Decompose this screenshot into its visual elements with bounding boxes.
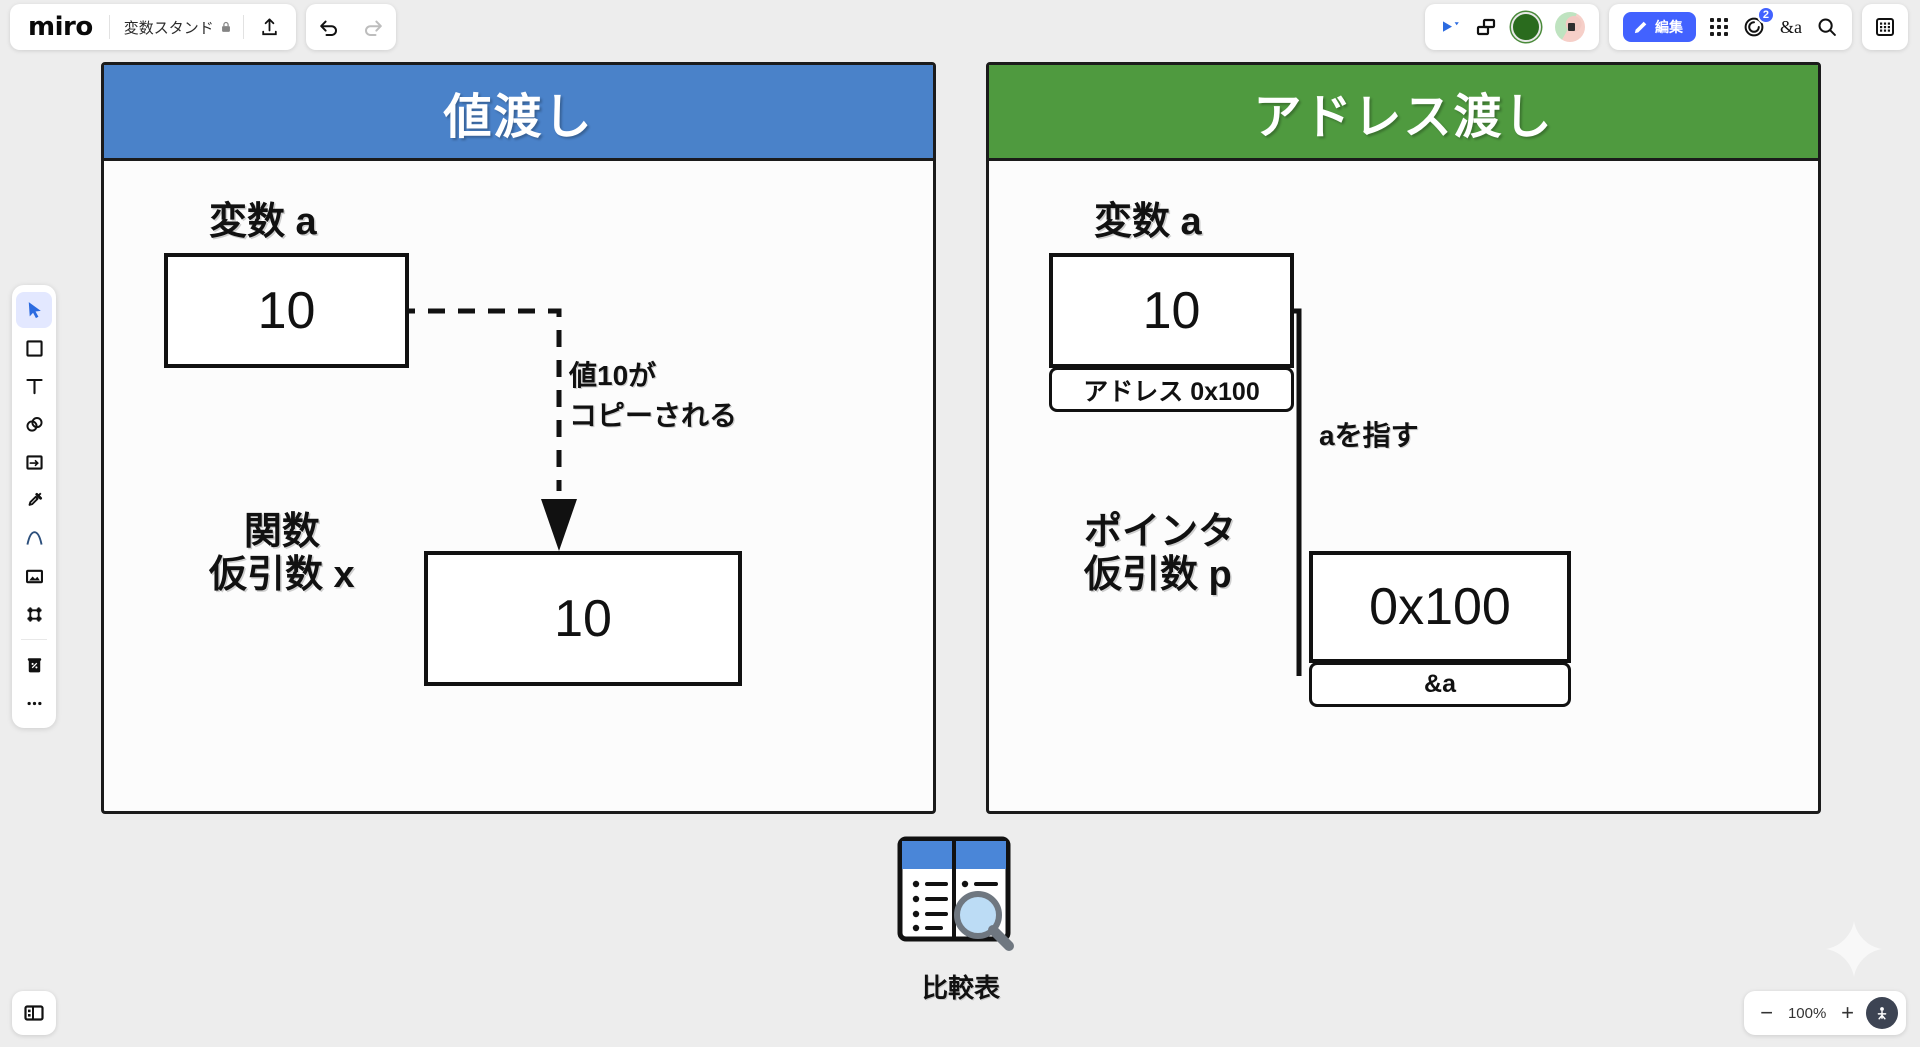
comments-icon bbox=[1744, 17, 1764, 37]
undo-arrow-icon bbox=[319, 20, 337, 36]
pencil-icon bbox=[1634, 21, 1647, 33]
value-copy-note: 値10が コピーされる bbox=[569, 360, 738, 431]
value-parameter-box[interactable]: 10 bbox=[424, 551, 742, 686]
panel-value-title: 値渡し bbox=[443, 90, 594, 144]
zoom-out-button[interactable]: − bbox=[1760, 1000, 1774, 1025]
edit-mode-button[interactable]: 編集 bbox=[1623, 12, 1696, 42]
panel-value-header: 値渡し bbox=[104, 65, 933, 161]
board-title[interactable]: 変数スタンド bbox=[110, 17, 243, 38]
search-icon bbox=[1818, 18, 1836, 36]
pointer-address-box[interactable]: &a bbox=[1309, 662, 1571, 707]
pointer-value-box[interactable]: 0x100 bbox=[1309, 551, 1571, 663]
templates-icon bbox=[27, 657, 41, 672]
ellipsis-icon bbox=[27, 701, 41, 705]
divider bbox=[242, 15, 244, 39]
panel-address-body: 変数 a 10 アドレス 0x100 aを指す ポインタ 仮引数 p 0x100… bbox=[989, 161, 1818, 808]
avatar-self[interactable] bbox=[1511, 12, 1541, 42]
card-icon bbox=[25, 454, 43, 470]
value-copy-connector bbox=[398, 308, 577, 551]
present-button[interactable] bbox=[1439, 18, 1461, 36]
address-variable-label: 変数 a bbox=[1094, 201, 1202, 243]
redo-button[interactable] bbox=[362, 17, 384, 37]
card-tool[interactable] bbox=[16, 444, 52, 480]
comments-button[interactable]: 2 bbox=[1742, 6, 1775, 39]
edit-mode-label: 編集 bbox=[1655, 19, 1683, 35]
arc-curve-icon bbox=[26, 530, 42, 545]
table-panel-pill bbox=[1862, 4, 1908, 50]
board-title-text: 変数スタンド bbox=[123, 19, 214, 37]
locate-me-button[interactable] bbox=[1866, 997, 1898, 1029]
topbar-right: 編集 2 &a bbox=[1425, 4, 1908, 50]
avatar-collaborator[interactable] bbox=[1555, 12, 1585, 42]
search-button[interactable] bbox=[1816, 16, 1838, 38]
image-icon bbox=[25, 569, 43, 583]
comparison-table-label: 比較表 bbox=[921, 973, 1000, 1003]
locate-me-icon bbox=[1877, 1007, 1887, 1020]
select-tool[interactable] bbox=[16, 292, 52, 328]
address-variable-address[interactable]: アドレス 0x100 bbox=[1049, 367, 1294, 412]
redo-arrow-icon bbox=[364, 20, 382, 36]
curve-tool[interactable] bbox=[16, 520, 52, 556]
value-variable-box[interactable]: 10 bbox=[164, 253, 409, 368]
value-variable-label: 変数 a bbox=[209, 201, 317, 243]
panel-address-title: アドレス渡し bbox=[1253, 90, 1554, 144]
actions-pill: 編集 2 &a bbox=[1609, 4, 1852, 50]
undo-button[interactable] bbox=[318, 17, 340, 37]
mention-button[interactable]: &a bbox=[1780, 16, 1802, 37]
share-button[interactable] bbox=[244, 17, 296, 37]
panel-value-body: 変数 a 10 値10が コピーされる 関数 仮引数 x 10 bbox=[104, 161, 933, 808]
pen-tool[interactable] bbox=[16, 482, 52, 518]
square-icon bbox=[25, 339, 43, 357]
table-panel-button[interactable] bbox=[1874, 16, 1896, 38]
templates-tool[interactable] bbox=[16, 647, 52, 683]
pen-icon bbox=[28, 492, 42, 506]
left-toolbar bbox=[12, 285, 56, 728]
panel-address-header: アドレス渡し bbox=[989, 65, 1818, 161]
apps-grid-icon[interactable] bbox=[1710, 18, 1728, 36]
zoom-in-button[interactable]: + bbox=[1841, 1000, 1854, 1025]
cursor-icon bbox=[28, 301, 41, 318]
comments-badge: 2 bbox=[1756, 6, 1775, 24]
presence-pill bbox=[1425, 4, 1599, 50]
image-tool[interactable] bbox=[16, 558, 52, 594]
text-t-icon bbox=[25, 378, 43, 394]
value-function-label: 関数 仮引数 x bbox=[209, 511, 355, 596]
frame-tool[interactable] bbox=[16, 596, 52, 632]
toolbar-divider bbox=[21, 639, 47, 640]
pointer-label: ポインタ 仮引数 p bbox=[1084, 511, 1237, 596]
lock-icon bbox=[221, 21, 230, 32]
frames-button[interactable] bbox=[1475, 17, 1497, 37]
history-pill bbox=[305, 4, 396, 50]
sticky-tool[interactable] bbox=[16, 406, 52, 442]
shape-tool[interactable] bbox=[16, 330, 52, 366]
zoom-controls: − 100% + bbox=[1744, 991, 1906, 1035]
share-upload-icon bbox=[262, 18, 277, 36]
miro-logo[interactable]: miro bbox=[28, 12, 93, 42]
panel-pass-by-address[interactable]: アドレス渡し 変数 a 10 アドレス 0x100 aを指す ポインタ 仮引数 … bbox=[986, 62, 1821, 814]
zoom-level[interactable]: 100% bbox=[1787, 1004, 1827, 1022]
table-panel-icon bbox=[1876, 18, 1894, 36]
address-variable-box[interactable]: 10 bbox=[1049, 253, 1294, 368]
frame-icon bbox=[26, 606, 42, 622]
ai-sparkle-icon[interactable] bbox=[1822, 917, 1886, 981]
divider bbox=[108, 15, 110, 39]
frames-icon bbox=[1476, 18, 1496, 36]
panel-toggle-icon bbox=[24, 1005, 44, 1021]
topbar-left: miro 変数スタンド bbox=[10, 4, 396, 50]
sticky-notes-icon bbox=[25, 416, 43, 432]
pointer-note: aを指す bbox=[1319, 420, 1419, 451]
board-pill: miro 変数スタンド bbox=[10, 4, 296, 50]
present-play-icon bbox=[1443, 21, 1459, 32]
comparison-table-icon bbox=[897, 836, 1014, 951]
comparison-table-item[interactable]: 比較表 bbox=[886, 832, 1036, 1005]
panel-toggle-button[interactable] bbox=[12, 991, 56, 1035]
text-tool[interactable] bbox=[16, 368, 52, 404]
more-tool[interactable] bbox=[16, 685, 52, 721]
panel-pass-by-value[interactable]: 値渡し 変数 a 10 値10が コピーされる 関数 仮引数 x 10 bbox=[101, 62, 936, 814]
